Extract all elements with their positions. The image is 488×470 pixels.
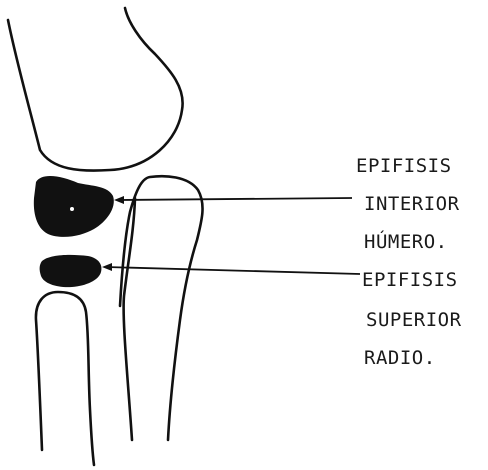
label-upper-line-2: INTERIOR — [364, 193, 460, 215]
pointer-line-radial-epiphysis — [106, 267, 360, 274]
humeral-epiphysis-highlight — [70, 207, 74, 211]
label-upper-line-3: HÚMERO. — [364, 229, 448, 253]
pointer-arrowhead-radial — [102, 263, 112, 271]
ulna-outline — [120, 176, 203, 440]
humerus-outline — [8, 8, 183, 171]
pointer-arrowhead-humeral — [114, 196, 124, 204]
label-lower-line-1: EPIFISIS — [362, 269, 458, 291]
radius-outline — [36, 292, 94, 465]
radial-epiphysis — [40, 255, 102, 287]
label-upper-line-1: EPIFISIS — [356, 155, 452, 177]
pointer-line-humeral-epiphysis — [118, 198, 352, 200]
label-lower-line-3: RADIO. — [364, 347, 436, 369]
humeral-epiphysis — [34, 176, 114, 237]
label-lower-line-2: SUPERIOR — [366, 309, 462, 331]
